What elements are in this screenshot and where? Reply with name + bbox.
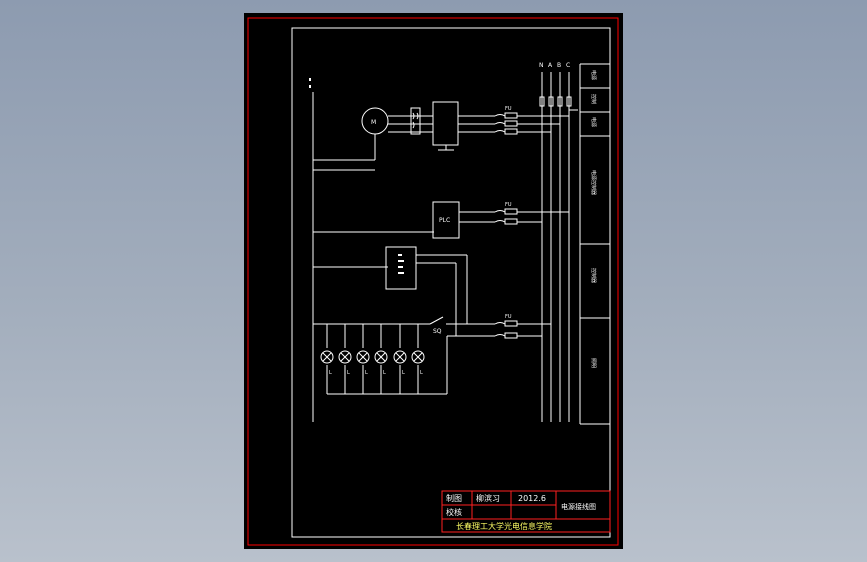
lamp-label-3: L — [365, 370, 368, 376]
plc-box — [432, 201, 460, 239]
lamp-label-4: L — [383, 370, 386, 376]
drawing-paper — [244, 13, 623, 549]
lighting-fuse-label: FU — [505, 314, 512, 320]
ground-mark-icon — [309, 78, 311, 88]
section-label-2: 控制 — [590, 94, 597, 104]
designer-label: 制图 — [446, 493, 462, 503]
thermal-relay-icon — [410, 107, 421, 135]
section-labels: 电源 控制 电源 电源控制器 控制器 照明 — [590, 70, 597, 368]
lighting-circuit — [313, 316, 551, 395]
section-label-6: 照明 — [590, 358, 596, 368]
phase-label-a: A — [548, 62, 553, 69]
lamp-icon-3 — [356, 350, 370, 364]
motor-fuse-label: FU — [505, 106, 512, 112]
phase-label-b: B — [557, 62, 561, 69]
lamp-icon-6 — [411, 350, 425, 364]
lamp-label-1: L — [329, 370, 332, 376]
section-label-3: 电源 — [590, 117, 597, 127]
switch-label: SQ — [433, 328, 442, 335]
ground-rail — [312, 92, 434, 422]
outer-frame — [247, 17, 619, 546]
motor-label: M — [371, 119, 376, 126]
controller-box — [385, 246, 417, 290]
inner-border — [291, 27, 611, 538]
lamp-icon-5 — [393, 350, 407, 364]
drawing-date: 2012.6 — [518, 494, 546, 503]
section-label-4: 电源控制器 — [590, 170, 597, 195]
phase-labels: N A B C — [539, 62, 570, 69]
power-bus — [539, 72, 578, 422]
lamp-label-6: L — [420, 370, 423, 376]
plc-circuit — [432, 201, 569, 239]
organization-name: 长春理工大学光电信息学院 — [456, 521, 552, 531]
lamp-label-5: L — [402, 370, 405, 376]
title-block — [441, 490, 611, 533]
motor-circuit — [313, 101, 569, 161]
phase-label-c: C — [566, 62, 570, 69]
controller-mark-icon — [398, 254, 404, 274]
lamp-icon-4 — [374, 350, 388, 364]
section-label-1: 电源 — [590, 70, 597, 80]
phase-label-n: N — [539, 62, 544, 69]
plc-fuse-label: FU — [505, 202, 512, 208]
plc-label: PLC — [439, 217, 450, 224]
checker-label: 校核 — [446, 507, 462, 517]
section-column — [579, 63, 610, 425]
section-label-5: 控制器 — [590, 268, 597, 283]
designer-name: 柳滨习 — [476, 493, 500, 503]
lamp-icon-1 — [320, 350, 334, 364]
lamp-label-2: L — [347, 370, 350, 376]
lamp-icon-2 — [338, 350, 352, 364]
drawing-title: 电源接线图 — [561, 502, 596, 511]
